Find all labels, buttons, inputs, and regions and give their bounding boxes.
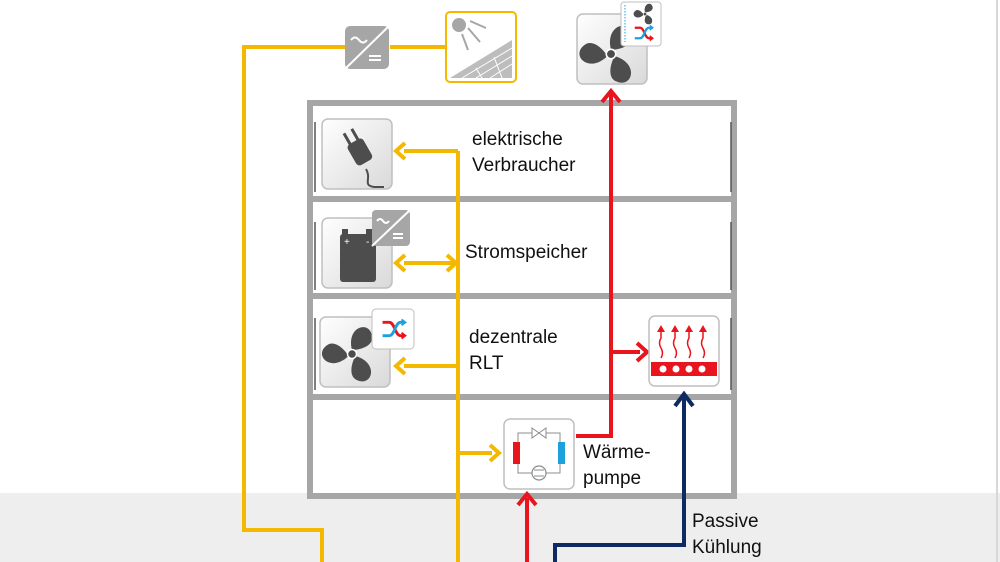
electricity-lines bbox=[242, 45, 492, 562]
label-line: elektrische bbox=[472, 129, 563, 150]
label-line: Wärme- bbox=[583, 442, 651, 463]
building-frame-edges bbox=[314, 122, 732, 390]
svg-text:-: - bbox=[366, 237, 369, 248]
label-decentral-ventilation: dezentrale RLT bbox=[469, 325, 558, 377]
exchanger-badge bbox=[371, 308, 415, 350]
label-line: RLT bbox=[469, 353, 504, 374]
label-line: pumpe bbox=[583, 468, 642, 489]
heat-arrowheads bbox=[516, 87, 650, 507]
battery-with-inverter-icon: + - bbox=[321, 209, 411, 289]
label-electrical-consumers: elektrische Verbraucher bbox=[472, 127, 576, 179]
label-passive-cooling: Passive Kühlung bbox=[692, 509, 762, 561]
svg-text:+: + bbox=[344, 237, 350, 248]
building-frame bbox=[307, 100, 737, 499]
plug-icon bbox=[321, 118, 393, 190]
label-line: Verbraucher bbox=[472, 155, 576, 176]
heat-lines bbox=[525, 94, 640, 562]
label-line: Kühlung bbox=[692, 537, 762, 558]
floor-heating-icon bbox=[648, 315, 720, 387]
cooling-line bbox=[553, 390, 695, 562]
label-line: Passive bbox=[692, 511, 759, 532]
label-line: Stromspeicher bbox=[465, 242, 588, 263]
label-power-storage: Stromspeicher bbox=[465, 240, 588, 266]
fan-with-heat-exchanger-icon bbox=[575, 1, 662, 88]
exchanger-badge bbox=[620, 1, 662, 47]
inverter-badge bbox=[371, 209, 411, 247]
label-line: dezentrale bbox=[469, 327, 558, 348]
ground-area bbox=[0, 493, 1000, 562]
inverter-icon bbox=[344, 25, 390, 70]
label-heat-pump: Wärme- pumpe bbox=[583, 440, 651, 492]
heat-pump-icon bbox=[503, 418, 575, 490]
frame-edge bbox=[996, 0, 998, 562]
electricity-arrowheads bbox=[392, 141, 503, 463]
solar-panel-icon bbox=[445, 11, 517, 83]
fan-with-heat-exchanger-icon bbox=[317, 308, 415, 388]
